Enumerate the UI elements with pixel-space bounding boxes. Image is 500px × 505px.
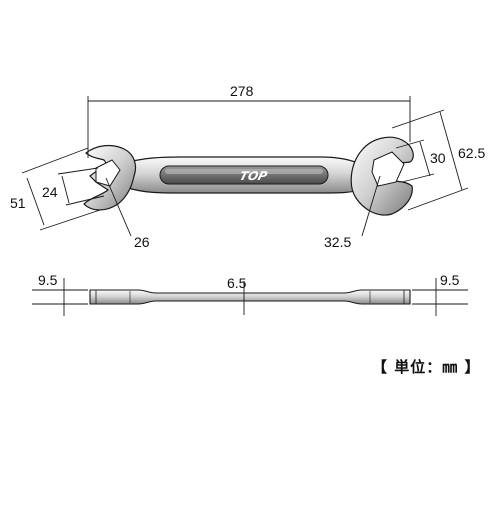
side-view-dimensions — [32, 278, 468, 316]
dim-left-end-thickness: 9.5 — [38, 272, 58, 288]
left-head-dimensions — [21, 147, 132, 237]
overall-length-dimension — [87, 96, 411, 158]
brand-logo: TOP — [238, 169, 269, 183]
side-profile — [89, 289, 411, 305]
dim-shank-thickness: 6.5 — [227, 275, 247, 291]
dim-left-jaw-opening: 24 — [42, 184, 58, 200]
wrench-top-view: TOP — [83, 136, 414, 216]
unit-note: 【 単位：㎜ 】 — [372, 358, 481, 376]
dim-right-head-outer: 62.5 — [458, 145, 485, 161]
right-head-dimensions — [361, 109, 469, 237]
wrench-side-view — [89, 289, 411, 305]
dim-right-jaw-size: 32.5 — [324, 234, 351, 250]
dim-left-head-outer: 51 — [10, 195, 26, 211]
dim-left-jaw-size: 26 — [134, 234, 150, 250]
dim-right-end-thickness: 9.5 — [440, 272, 460, 288]
dim-overall-length: 278 — [230, 83, 254, 99]
dim-right-jaw-opening: 30 — [430, 150, 446, 166]
